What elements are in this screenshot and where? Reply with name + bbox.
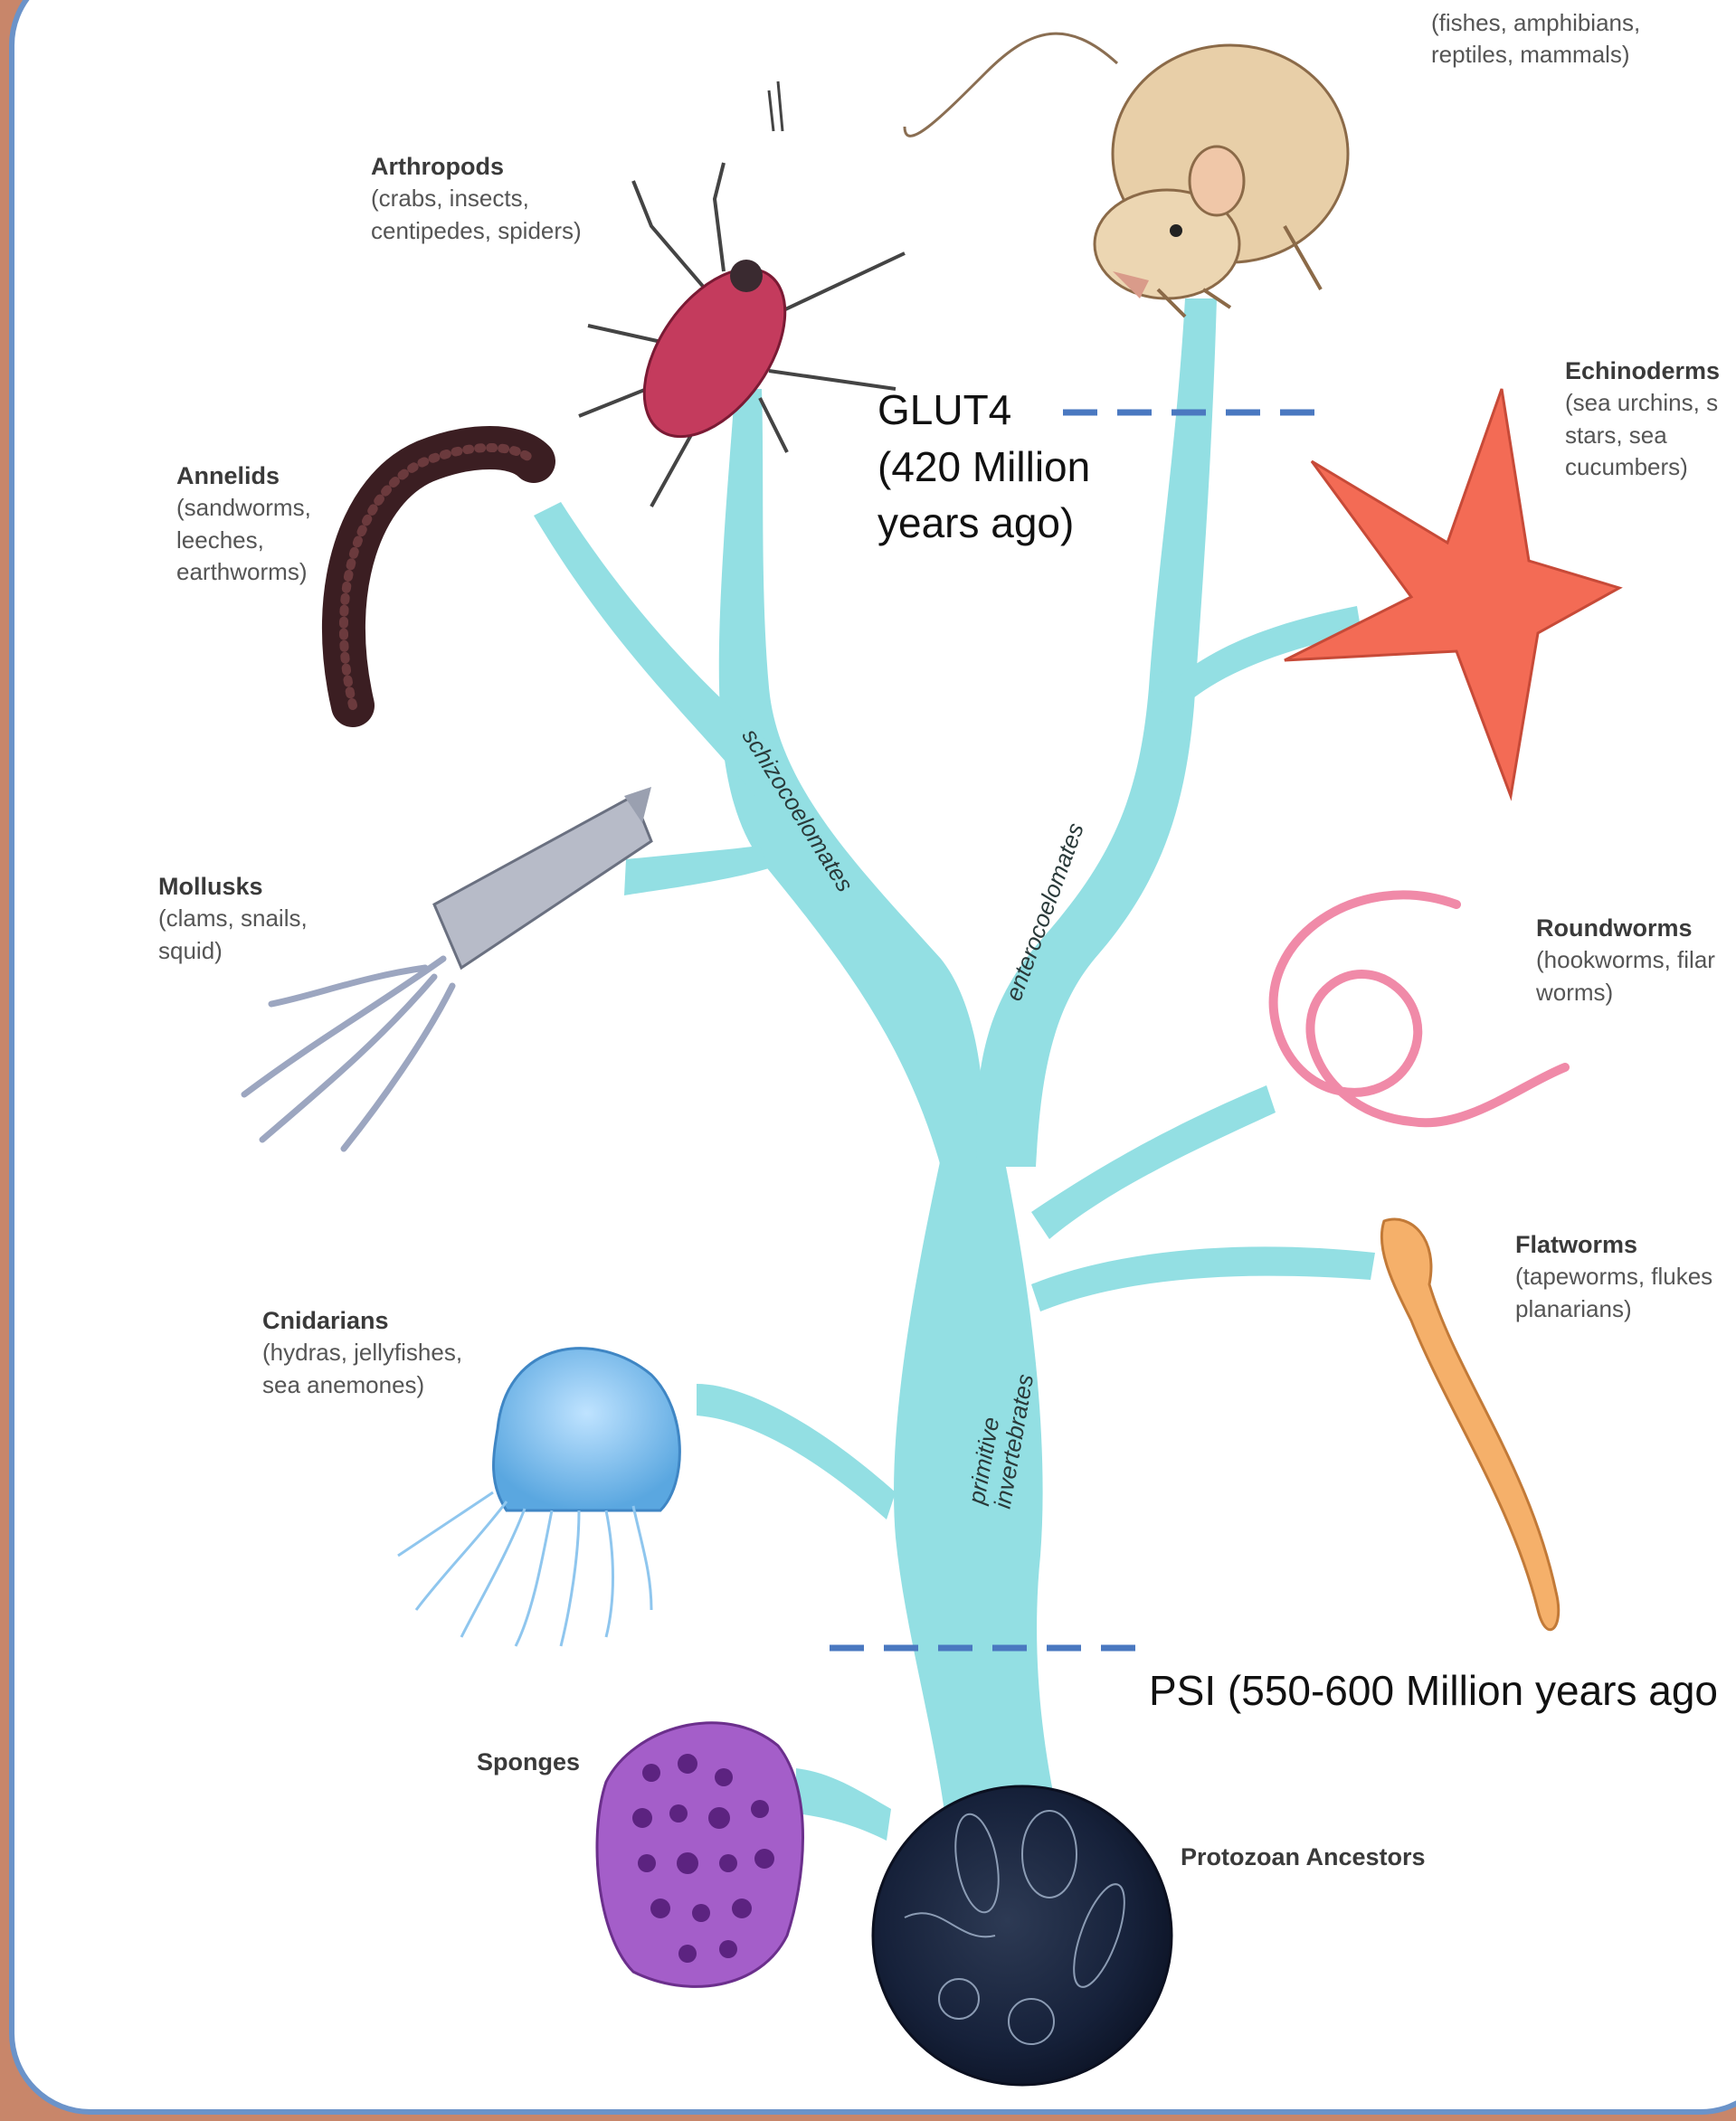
flatworms-name: Flatworms bbox=[1515, 1228, 1712, 1261]
arthropods-members: (crabs, insects, centipedes, spiders) bbox=[371, 183, 582, 246]
branch-flatworms bbox=[1031, 1246, 1375, 1311]
roundworms-name: Roundworms bbox=[1536, 912, 1715, 944]
arthropods-name: Arthropods bbox=[371, 150, 582, 183]
roundworms-label: Roundworms (hookworms, filar worms) bbox=[1536, 912, 1715, 1008]
sponge-illustration bbox=[597, 1723, 803, 1987]
worm-illustration bbox=[344, 448, 534, 705]
branch-sponges bbox=[796, 1768, 891, 1841]
branch-cnidarians bbox=[697, 1384, 896, 1520]
protozoa-illustration bbox=[873, 1786, 1172, 2085]
protozoa-name: Protozoan Ancestors bbox=[1181, 1841, 1426, 1873]
vertebrates-members: (fishes, amphibians, reptiles, mammals) bbox=[1431, 7, 1640, 71]
annelids-label: Annelids (sandworms, leeches, earthworms… bbox=[176, 459, 311, 588]
annelids-name: Annelids bbox=[176, 459, 311, 492]
roundworm-illustration bbox=[1274, 895, 1565, 1122]
sponges-label: Sponges bbox=[477, 1746, 580, 1778]
cnidarians-name: Cnidarians bbox=[262, 1304, 462, 1337]
annelids-members: (sandworms, leeches, earthworms) bbox=[176, 492, 311, 587]
psi-annotation: PSI (550-600 Million years ago bbox=[1149, 1662, 1718, 1719]
squid-illustration bbox=[244, 787, 651, 1149]
flatworms-label: Flatworms (tapeworms, flukes planarians) bbox=[1515, 1228, 1712, 1325]
cnidarians-label: Cnidarians (hydras, jellyfishes, sea ane… bbox=[262, 1304, 462, 1401]
roundworms-members: (hookworms, filar worms) bbox=[1536, 944, 1715, 1008]
echinoderms-label: Echinoderms (sea urchins, s stars, sea c… bbox=[1565, 355, 1720, 483]
sponges-name: Sponges bbox=[477, 1746, 580, 1778]
flatworms-members: (tapeworms, flukes planarians) bbox=[1515, 1261, 1712, 1324]
cnidarians-members: (hydras, jellyfishes, sea anemones) bbox=[262, 1337, 462, 1400]
echinoderms-members: (sea urchins, s stars, sea cucumbers) bbox=[1565, 387, 1720, 482]
glut4-annotation: GLUT4 (420 Million years ago) bbox=[877, 382, 1090, 552]
mollusks-label: Mollusks (clams, snails, squid) bbox=[158, 870, 308, 967]
vertebrates-label: (fishes, amphibians, reptiles, mammals) bbox=[1431, 7, 1640, 71]
branch-roundworms bbox=[1031, 1085, 1276, 1239]
echinoderms-name: Echinoderms bbox=[1565, 355, 1720, 387]
arthropods-label: Arthropods (crabs, insects, centipedes, … bbox=[371, 150, 582, 247]
branch-mollusks bbox=[624, 846, 769, 895]
mollusks-members: (clams, snails, squid) bbox=[158, 903, 308, 966]
protozoa-label: Protozoan Ancestors bbox=[1181, 1841, 1426, 1873]
mollusks-name: Mollusks bbox=[158, 870, 308, 903]
rat-illustration bbox=[905, 33, 1348, 317]
